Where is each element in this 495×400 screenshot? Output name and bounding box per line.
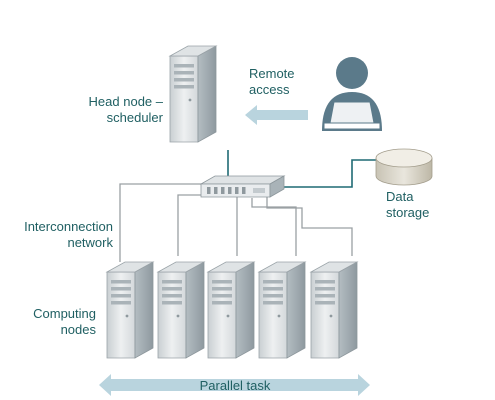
parallel-task-label: Parallel task: [199, 378, 271, 393]
parallel-task-arrow: [99, 374, 370, 396]
computing-node-2-icon: [157, 261, 205, 359]
interconnection-label: Interconnection network: [24, 219, 113, 250]
computing-node-1-icon: [106, 261, 154, 359]
remote-user-laptop-icon: [322, 57, 382, 131]
computing-nodes-label: Computing nodes: [33, 306, 96, 337]
head-node-server-icon: [169, 45, 217, 143]
computing-node-5-icon: [310, 261, 358, 359]
remote-access-arrow: [245, 105, 308, 125]
network-cables: [119, 150, 380, 262]
remote-access-label: Remote access: [249, 66, 295, 97]
computing-node-3-icon: [207, 261, 255, 359]
database-disk-icon: [375, 148, 433, 186]
head-node-label: Head node – scheduler: [88, 94, 163, 125]
network-switch-icon: [199, 175, 286, 198]
computing-node-4-icon: [258, 261, 306, 359]
data-storage-label: Data storage: [386, 189, 430, 220]
